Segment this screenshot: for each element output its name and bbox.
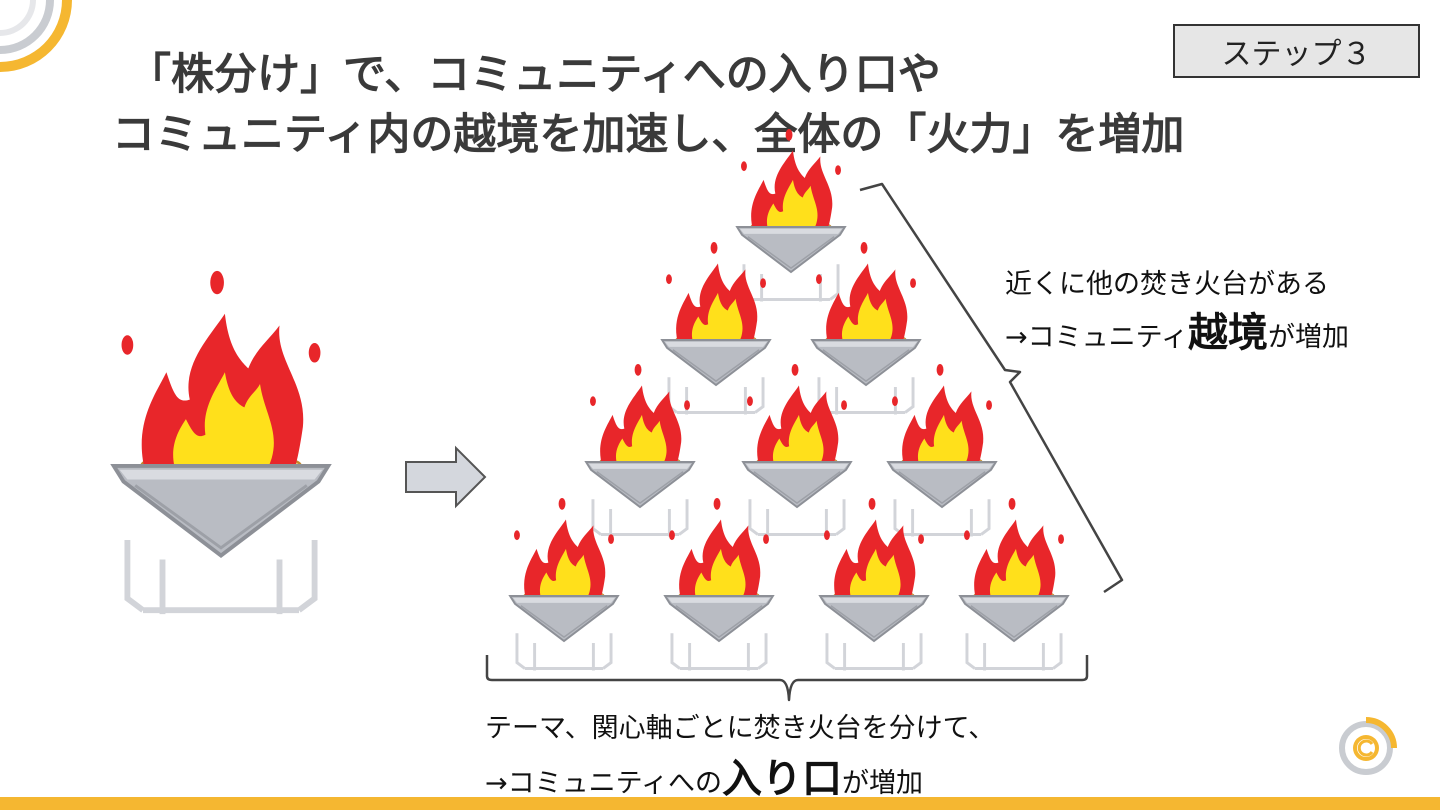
page-title-line-2: コミュニティ内の越境を加速し、全体の「火力」を増加 xyxy=(112,110,1185,160)
note-right-suffix: が増加 xyxy=(1268,322,1350,353)
note-bottom-prefix: →コミュニティへの xyxy=(485,768,723,799)
note-bottom-suffix: が増加 xyxy=(842,768,924,799)
note-bottom-line-2: →コミュニティへの入り口が増加 xyxy=(485,746,923,804)
large-bonfire-icon xyxy=(114,271,329,614)
corner-logo-icon xyxy=(0,0,72,72)
note-right-line-1: 近くに他の焚き火台がある xyxy=(1005,269,1329,300)
page-title-line-1: 「株分け」で、コミュニティへの入り口や xyxy=(128,50,941,100)
note-right-prefix: →コミュニティ xyxy=(1005,322,1189,353)
bottom-brace-icon xyxy=(485,655,1089,702)
right-arrow-icon xyxy=(405,445,487,509)
note-right-line-2: →コミュニティ越境が増加 xyxy=(1005,300,1349,358)
bonfire-pyramid xyxy=(508,127,1070,672)
bottom-accent-bar xyxy=(0,797,1440,810)
note-bottom-line-1: テーマ、関心軸ごとに焚き火台を分けて、 xyxy=(485,713,996,744)
note-right-emphasis: 越境 xyxy=(1188,310,1269,356)
right-brace-icon xyxy=(859,182,1124,594)
company-logo-icon xyxy=(1339,717,1397,775)
note-bottom-emphasis: 入り口 xyxy=(722,756,843,802)
step-badge: ステップ３ xyxy=(1173,24,1420,78)
